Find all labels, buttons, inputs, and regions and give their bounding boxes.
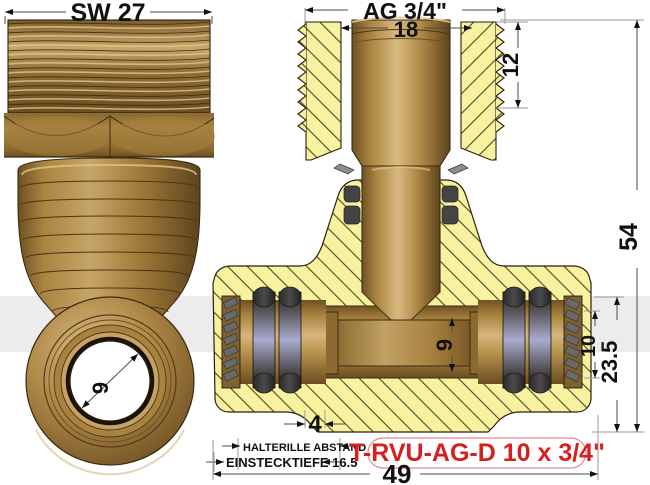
dim-height-12-text: 12 bbox=[498, 53, 523, 77]
note-einstecktiefe-text: EINSTECKTIEFE 16.5 bbox=[226, 455, 357, 470]
dim-ag-thread-text: AG 3/4" bbox=[363, 0, 447, 24]
elbow-front-view bbox=[17, 157, 201, 331]
dim-total-height-54-text: 54 bbox=[615, 223, 643, 251]
dim-bore-9-section-text: 9 bbox=[432, 339, 457, 351]
note-einstecktiefe: EINSTECKTIEFE 16.5 bbox=[206, 452, 357, 472]
grip-ring-left bbox=[221, 295, 241, 389]
dim-bore-9-section: 9 bbox=[432, 318, 457, 372]
tee-body-section bbox=[212, 163, 592, 433]
dim-total-height-54: 54 bbox=[500, 19, 644, 433]
right-socket-internals bbox=[478, 286, 583, 394]
grip-ring-right bbox=[563, 295, 583, 389]
dim-bore-9-end-text: 9 bbox=[88, 382, 113, 394]
dim-wall-4-text: 4 bbox=[308, 411, 322, 438]
dim-ag-thread: AG 3/4" bbox=[304, 0, 506, 24]
hex-flats bbox=[3, 113, 215, 158]
external-thread-stack bbox=[7, 19, 211, 114]
dim-height-10: 10 bbox=[578, 310, 600, 379]
dim-sw-27-text: SW 27 bbox=[70, 0, 145, 27]
upper-branch-section bbox=[297, 16, 505, 167]
tee-section-view bbox=[212, 16, 592, 433]
dim-height-10-text: 10 bbox=[578, 335, 600, 357]
dim-sw-27: SW 27 bbox=[4, 0, 213, 27]
retaining-clips-branch bbox=[333, 163, 469, 225]
dim-bore-18: 18 bbox=[341, 17, 472, 42]
part-label-text: T-RVU-AG-D 10 x 3/4" bbox=[349, 439, 605, 467]
oring-pair-right bbox=[502, 286, 552, 394]
part-label: T-RVU-AG-D 10 x 3/4" bbox=[349, 437, 605, 469]
note-halterille: HALTERILLE ABSTAND 12 bbox=[222, 438, 382, 470]
dim-wall-4: 4 bbox=[284, 410, 346, 438]
dim-bore-9-end: 9 bbox=[81, 353, 139, 409]
dim-height-23-5-text: 23.5 bbox=[597, 341, 622, 384]
oring-pair-left bbox=[252, 286, 302, 394]
dim-total-length-49-text: 49 bbox=[383, 459, 412, 485]
dim-bore-18-text: 18 bbox=[394, 17, 418, 42]
note-halterille-text: HALTERILLE ABSTAND 12 bbox=[243, 442, 382, 454]
dim-total-length-49: 49 bbox=[212, 415, 599, 485]
left-socket-internals bbox=[221, 286, 326, 394]
dim-height-23-5: 23.5 bbox=[594, 296, 624, 433]
dim-height-12: 12 bbox=[496, 21, 528, 109]
hex-nut-top-view bbox=[3, 19, 215, 476]
